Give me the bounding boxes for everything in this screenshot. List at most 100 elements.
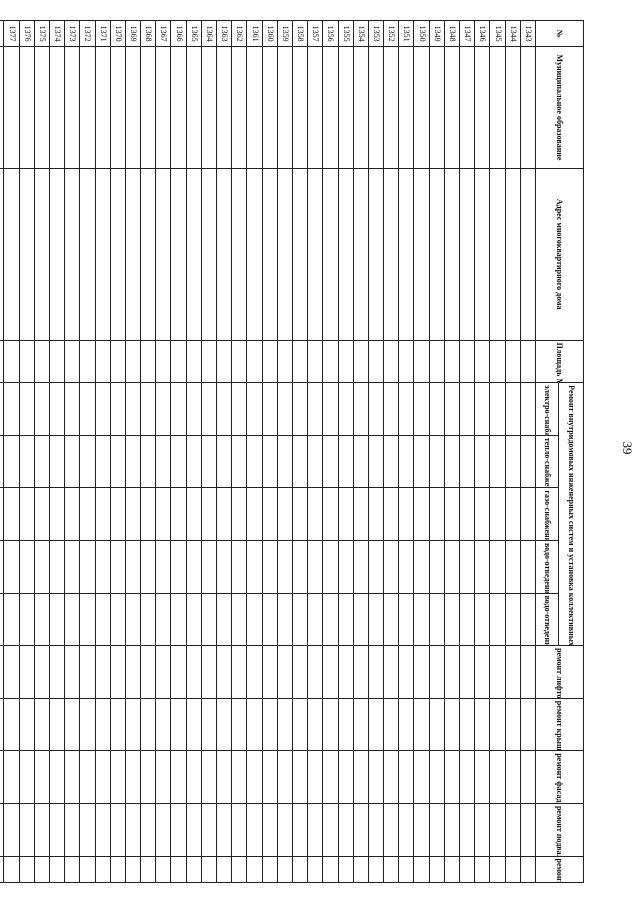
cell-municipality [398,46,414,169]
cell-c5 [459,593,475,646]
cell-municipality [186,46,202,169]
cell-num: 1359 [277,20,293,47]
table-row: 1356 [322,20,339,883]
cell-c6 [414,645,430,699]
cell-c10 [414,856,430,883]
cell-c1 [429,382,445,436]
cell-c3 [64,487,80,541]
cell-municipality [459,46,475,169]
cell-address [414,168,430,341]
cell-municipality [110,46,126,169]
cell-municipality [489,46,506,169]
cell-c9 [414,803,430,857]
cell-c2 [277,435,293,488]
cell-c1 [383,382,399,436]
cell-c4 [322,540,339,594]
cell-area [19,340,35,383]
cell-c2 [262,435,278,488]
table-row: 1357 [307,20,323,883]
cell-c5 [292,593,308,646]
table-row: 1347 [459,20,475,883]
cell-c7 [201,698,217,751]
cell-c5 [231,593,247,646]
cell-address [307,168,323,341]
cell-c9 [19,803,35,857]
cell-address [277,168,293,341]
cell-c1 [186,382,202,436]
cell-c1 [338,382,354,436]
header-electro: электро-снабжения [535,382,559,436]
cell-c4 [398,540,414,594]
cell-area [262,340,278,383]
cell-num: 1378 [0,20,4,47]
cell-c9 [0,803,4,857]
table-row: 1349 [429,20,445,883]
cell-num: 1363 [216,20,232,47]
cell-c4 [95,540,111,594]
cell-c8 [3,750,20,804]
cell-num: 1358 [292,20,308,47]
header-sewer: водо-отведения [535,593,559,646]
cell-c7 [292,698,308,751]
cell-c3 [307,487,323,541]
cell-c10 [79,856,96,883]
cell-c9 [505,803,521,857]
cell-c8 [186,750,202,804]
cell-c9 [322,803,339,857]
cell-c5 [201,593,217,646]
cell-address [383,168,399,341]
header-municipality: Муниципальное образование [535,46,584,169]
cell-num: 1375 [34,20,50,47]
cell-c6 [231,645,247,699]
cell-c1 [79,382,96,436]
cell-area [186,340,202,383]
table-row: 1365 [186,20,202,883]
cell-c4 [110,540,126,594]
cell-c9 [3,803,20,857]
cell-c6 [444,645,460,699]
cell-area [292,340,308,383]
cell-c5 [216,593,232,646]
cell-c2 [3,435,20,488]
cell-c5 [19,593,35,646]
cell-num: 1373 [64,20,80,47]
cell-c2 [95,435,111,488]
cell-c5 [246,593,263,646]
cell-c5 [34,593,50,646]
cell-c4 [49,540,65,594]
table-row: 1343 [520,20,536,883]
cell-c10 [110,856,126,883]
cell-c6 [171,645,187,699]
cell-c6 [34,645,50,699]
cell-address [79,168,96,341]
cell-c6 [79,645,96,699]
cell-c7 [459,698,475,751]
cell-c3 [459,487,475,541]
cell-area [216,340,232,383]
cell-c6 [398,645,414,699]
cell-c9 [95,803,111,857]
cell-c3 [155,487,171,541]
cell-c10 [0,856,4,883]
cell-c7 [383,698,399,751]
cell-address [216,168,232,341]
cell-c6 [338,645,354,699]
cell-c3 [414,487,430,541]
header-foundation: ремонт фундамента [535,856,584,883]
cell-num: 1372 [79,20,96,47]
cell-c2 [398,435,414,488]
cell-num: 1376 [19,20,35,47]
cell-c7 [110,698,126,751]
cell-c8 [520,750,536,804]
cell-c5 [125,593,141,646]
cell-c7 [95,698,111,751]
cell-c1 [140,382,156,436]
cell-c6 [201,645,217,699]
cell-c10 [246,856,263,883]
cell-c2 [414,435,430,488]
cell-c6 [520,645,536,699]
cell-c4 [125,540,141,594]
cell-c10 [474,856,490,883]
cell-num: 1347 [459,20,475,47]
cell-area [398,340,414,383]
